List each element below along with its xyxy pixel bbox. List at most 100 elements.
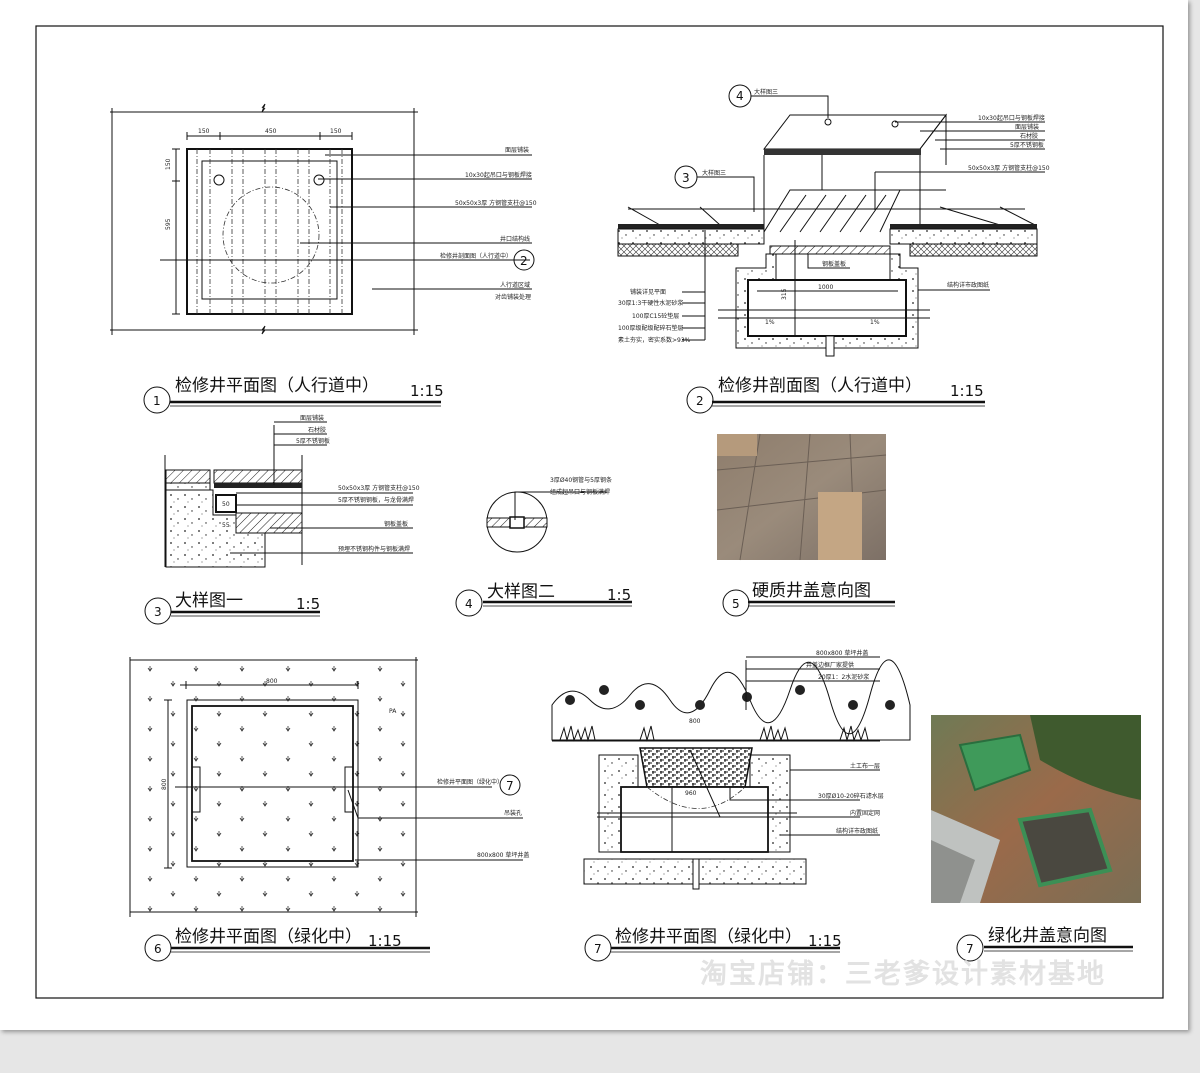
- dim-text: 150: [165, 158, 172, 170]
- leader-label: 800x800 草坪井盖: [816, 649, 868, 657]
- leader-label: 检修井剖面图（人行道中）: [440, 252, 512, 260]
- detail-ref-number: 4: [736, 89, 744, 103]
- leader-label: 3厚Ø40钢管与5厚钢条: [550, 476, 612, 484]
- svg-text:1%: 1%: [765, 319, 775, 326]
- drawing-2-section-sidewalk: 1000 315 1% 1% 4 大样图三 3 大样图三 10x30起吊口与钢板…: [617, 84, 1050, 357]
- svg-text:大样图三: 大样图三: [702, 169, 726, 177]
- svg-text:3: 3: [154, 605, 162, 619]
- leader-label: 吊装孔: [504, 809, 522, 817]
- drawing-1-plan-sidewalk: 150 450 150 150 595 面层铺装 10x30起吊口与钢板焊接 5…: [110, 103, 537, 335]
- drawing-title: 绿化井盖意向图: [988, 926, 1107, 946]
- drawing-title: 检修井剖面图（人行道中）: [718, 376, 922, 396]
- leader-label: 800x800 草坪井盖: [477, 851, 529, 859]
- shop-watermark: 淘宝店铺：三老爹设计素材基地: [700, 958, 1106, 990]
- leader-label: 素土夯实，密实系数>93%: [618, 336, 691, 344]
- svg-text:大样图三: 大样图三: [754, 88, 778, 96]
- dim-text: 150: [198, 128, 210, 135]
- drawing-title: 大样图一: [175, 591, 243, 611]
- svg-text:1%: 1%: [870, 319, 880, 326]
- title-2: 2 检修井剖面图（人行道中） 1:15: [686, 376, 985, 414]
- dim-text: 150: [330, 128, 342, 135]
- svg-text:7: 7: [594, 942, 602, 956]
- drawing-scale: 1:15: [950, 382, 984, 400]
- drawing-title: 检修井平面图（人行道中）: [175, 376, 379, 396]
- leader-label: 面层铺装: [505, 146, 529, 154]
- leader-label: 10x30起吊口与钢板焊接: [465, 171, 532, 179]
- zone-label: PA: [389, 708, 397, 715]
- svg-text:钢板盖板: 钢板盖板: [822, 260, 846, 268]
- detail-ref-number: 3: [682, 171, 690, 185]
- svg-text:315: 315: [781, 288, 788, 300]
- title-6: 6 检修井平面图（绿化中） 1:15: [144, 927, 430, 962]
- leader-label: 结构详市政图纸: [836, 827, 878, 835]
- leader-label: 5厚不锈钢板: [1010, 141, 1044, 149]
- drawing-title: 检修井平面图（绿化中）: [175, 927, 362, 947]
- drawing-scale: 1:15: [410, 382, 444, 400]
- leader-label: 面层铺装: [1015, 123, 1039, 131]
- title-8: 7 绿化井盖意向图: [956, 926, 1133, 962]
- drawing-6-plan-green: 800 800 PA 检修井平面图（绿化中） 7 吊装孔 800x800 草坪井…: [129, 657, 529, 917]
- drawing-3-detail-1: 50 55 面层铺装 石材胶 5厚不锈钢板 50x50x3厚 方钢管支柱@150…: [164, 414, 420, 568]
- svg-text:结构详市政图纸: 结构详市政图纸: [947, 281, 989, 289]
- hard-cover-photo: [716, 433, 887, 561]
- svg-text:800: 800: [266, 678, 278, 685]
- title-4: 4 大样图二 1:5: [455, 582, 632, 617]
- section-ref-circle: [513, 249, 535, 271]
- leader-label: 钢板盖板: [384, 520, 408, 528]
- leader-label: 石材胶: [308, 426, 326, 434]
- drawing-4-detail-2: 3厚Ø40钢管与5厚钢条 组成起吊口与钢板满焊: [486, 476, 612, 553]
- dim-text: 450: [265, 128, 277, 135]
- leader-label: 100厚C15砼垫层: [632, 312, 679, 320]
- svg-text:960: 960: [685, 790, 697, 797]
- leader-label: 面层铺装: [300, 414, 324, 422]
- svg-text:5: 5: [732, 597, 740, 611]
- leader-label: 30厚1:3干硬性水泥砂浆: [618, 299, 683, 307]
- svg-text:7: 7: [506, 779, 514, 793]
- leader-label: 石材胶: [1020, 132, 1038, 140]
- leader-label: 5厚不锈钢钢板，与龙骨满焊: [338, 496, 414, 504]
- leader-label: 50x50x3厚 方钢管支柱@150: [455, 199, 537, 207]
- leader-label: 检修井平面图（绿化中）: [437, 778, 503, 786]
- dim-text: 595: [165, 218, 172, 230]
- svg-text:800: 800: [161, 778, 168, 790]
- leader-label: 50x50x3厚 方钢管支柱@150: [338, 484, 420, 492]
- drawing-scale: 1:5: [607, 586, 631, 604]
- leader-label: 井盖边框厂家提供: [806, 661, 854, 669]
- svg-text:4: 4: [465, 597, 473, 611]
- leader-label: 铺装详见平面: [630, 288, 666, 296]
- leader-label: 井口结构线: [500, 235, 530, 243]
- svg-text:55: 55: [222, 522, 230, 529]
- drawing-scale: 1:5: [296, 595, 320, 613]
- drawing-7-section-green: 800 960 800x800 草坪井盖 井盖边框厂家提供 20厚1：2水泥砂浆…: [551, 649, 911, 890]
- drawing-title: 硬质井盖意向图: [752, 581, 871, 601]
- leader-label: 5厚不锈钢板: [296, 437, 330, 445]
- title-1: 1 检修井平面图（人行道中） 1:15: [143, 376, 444, 414]
- leader-label: 50x50x3厚 方钢管支柱@150: [968, 164, 1050, 172]
- drawing-scale: 1:15: [368, 932, 402, 950]
- leader-label: 100厚级配级配碎石垫层: [618, 324, 683, 332]
- svg-text:6: 6: [154, 942, 162, 956]
- leader-label: 预埋不锈钢构件与钢板满焊: [338, 545, 410, 553]
- svg-text:7: 7: [966, 942, 974, 956]
- title-3: 3 大样图一 1:5: [144, 591, 320, 625]
- drawing-title: 大样图二: [487, 582, 555, 602]
- green-cover-photo: [931, 715, 1141, 903]
- sheet-border: [35, 25, 1164, 999]
- drawing-title: 检修井平面图（绿化中）: [615, 927, 802, 947]
- leader-label: 30厚Ø10-20碎石滤水层: [818, 792, 884, 800]
- svg-text:50: 50: [222, 501, 230, 508]
- leader-label: 土工布一层: [850, 762, 880, 770]
- title-5: 5 硬质井盖意向图: [722, 581, 895, 617]
- svg-text:2: 2: [696, 394, 704, 408]
- leader-label: 10x30起吊口与钢板焊接: [978, 114, 1045, 122]
- leader-label: 人行道区域: [500, 281, 530, 289]
- drawing-scale: 1:15: [808, 932, 842, 950]
- leader-label: 20厚1：2水泥砂浆: [818, 673, 869, 681]
- svg-text:800: 800: [689, 718, 701, 725]
- title-7: 7 检修井平面图（绿化中） 1:15: [584, 927, 842, 962]
- leader-label: 组成起吊口与钢板满焊: [550, 488, 610, 496]
- leader-label: 内置固定网: [850, 809, 880, 817]
- leader-label: 对齿铺装处理: [495, 293, 531, 301]
- section-ref-number: 2: [520, 254, 528, 268]
